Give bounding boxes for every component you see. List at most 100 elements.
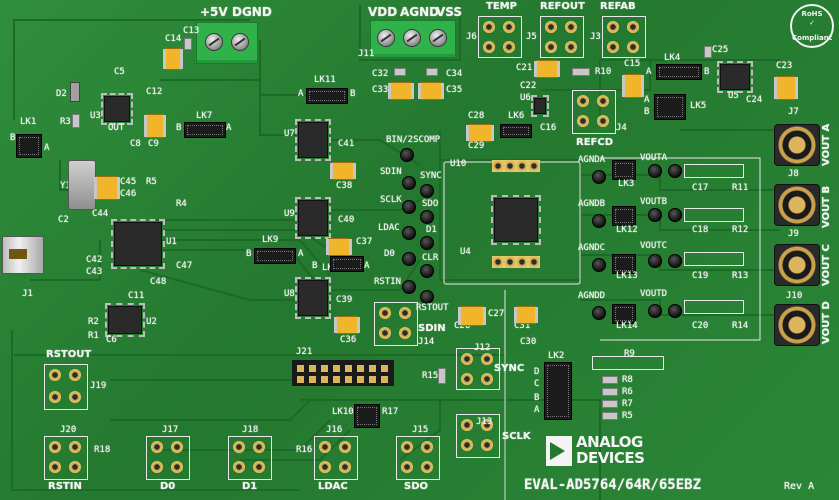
testpoint-d0[interactable] [402,252,416,266]
label-c45: C45 [120,177,137,187]
capacitor-c35 [418,82,444,100]
d0-connector[interactable] [146,436,190,480]
sync-connector[interactable] [456,348,500,390]
label-j20: J20 [60,425,77,435]
testpoint-d1[interactable] [420,236,434,250]
jumper-lk5[interactable] [654,94,686,120]
label-rstout-tp: RSTOUT [416,303,449,313]
refout-connector[interactable] [540,16,584,58]
label-c9: C9 [148,139,159,149]
ic-u8 [295,277,331,319]
testpoint-bin2scomp[interactable] [400,148,414,162]
testpoint-ldac[interactable] [402,226,416,240]
testpoint-voutd[interactable] [648,304,662,318]
jumper-lk13[interactable] [612,254,636,274]
power-terminal-5v[interactable] [196,22,258,64]
jumper-lk8[interactable] [330,256,364,272]
testpoint-rstout[interactable] [420,290,434,304]
testpoint-voutc-2[interactable] [668,254,682,268]
sclk-connector[interactable] [456,414,500,458]
jumper-lk7[interactable] [184,122,226,138]
label-sync-tp: SYNC [420,171,442,181]
rstout-connector[interactable] [44,364,88,410]
ldac-connector[interactable] [314,436,358,480]
header-j21[interactable] [292,360,394,386]
testpoint-vouta[interactable] [648,164,662,178]
usb-connector-j1[interactable] [2,236,44,274]
testpoint-voutd-2[interactable] [668,304,682,318]
testpoint-sdo[interactable] [420,210,434,224]
sma-jack-vout-a[interactable] [774,124,820,166]
rstin-connector[interactable] [44,436,88,480]
sma-jack-vout-b[interactable] [774,184,820,226]
capacitor-c44 [94,176,120,200]
jumper-lk10[interactable] [354,404,380,428]
capacitor-c30 [514,306,538,324]
label-c43: C43 [86,267,103,277]
refab-connector[interactable] [602,16,646,58]
temp-connector[interactable] [478,16,522,58]
label-refout: REFOUT [540,1,585,12]
brand-line1: ANALOG [576,433,643,451]
testpoint-agndb[interactable] [592,214,606,228]
crystal-y1 [68,160,96,210]
label-j5: J5 [526,32,537,42]
analog-power-terminal[interactable] [370,20,456,58]
label-r3: R3 [60,117,71,127]
jumper-lk12[interactable] [612,206,636,226]
jumper-lk9[interactable] [254,248,296,264]
testpoint-voutb-2[interactable] [668,208,682,222]
label-c37: C37 [356,237,373,247]
testpoint-sdin[interactable] [402,176,416,190]
ic-u5 [717,61,753,93]
testpoint-agndc[interactable] [592,258,606,272]
analog-devices-logo: ANALOG DEVICES [546,433,674,470]
capacitor-c34 [426,68,438,76]
label-lk12: LK12 [616,225,638,235]
label-agndc: AGNDC [578,243,606,253]
testpoint-voutc[interactable] [648,254,662,268]
label-c46: C46 [120,189,137,199]
refcd-connector[interactable] [572,90,616,134]
label-c14: C14 [165,34,182,44]
label-lk7-b: B [176,123,182,133]
label-lk4-a: A [646,67,652,77]
label-clr-tp: CLR [422,253,439,263]
sdo-connector[interactable] [396,436,440,480]
label-r10: R10 [595,67,612,77]
label-r5b: R5 [622,411,633,421]
jumper-lk11[interactable] [306,88,348,104]
testpoint-sclk[interactable] [402,200,416,214]
jumper-lk14[interactable] [612,304,636,324]
label-j11: J11 [358,49,375,59]
sma-jack-vout-d[interactable] [774,304,820,346]
resistor-r7 [602,400,618,408]
label-d1-tp: D1 [426,225,437,235]
sdin-connector[interactable] [374,302,418,346]
jumper-lk3[interactable] [612,160,636,180]
testpoint-agnda[interactable] [592,170,606,184]
label-c19: C19 [692,271,709,281]
label-vdd: VDD [368,5,398,19]
brand-line2: DEVICES [576,449,645,467]
sma-jack-vout-c[interactable] [774,244,820,286]
label-r11: R11 [732,183,749,193]
testpoint-rstin[interactable] [402,280,416,294]
label-c44: C44 [92,209,109,219]
d1-connector[interactable] [228,436,272,480]
capacitor-c25 [704,46,712,58]
testpoint-agndd[interactable] [592,306,606,320]
label-r2: R2 [88,317,99,327]
testpoint-vouta-2[interactable] [668,164,682,178]
jumper-lk4[interactable] [656,64,702,80]
testpoint-clr[interactable] [420,264,434,278]
jumper-lk1[interactable] [16,134,42,158]
label-c28: C28 [468,111,485,121]
label-lk5: LK5 [690,101,707,111]
resistor-r12 [684,208,744,222]
testpoint-voutb[interactable] [648,208,662,222]
resistor-r14 [684,300,744,314]
jumper-lk6[interactable] [500,124,532,138]
jumper-lk2[interactable] [544,362,572,420]
testpoint-sync[interactable] [420,184,434,198]
